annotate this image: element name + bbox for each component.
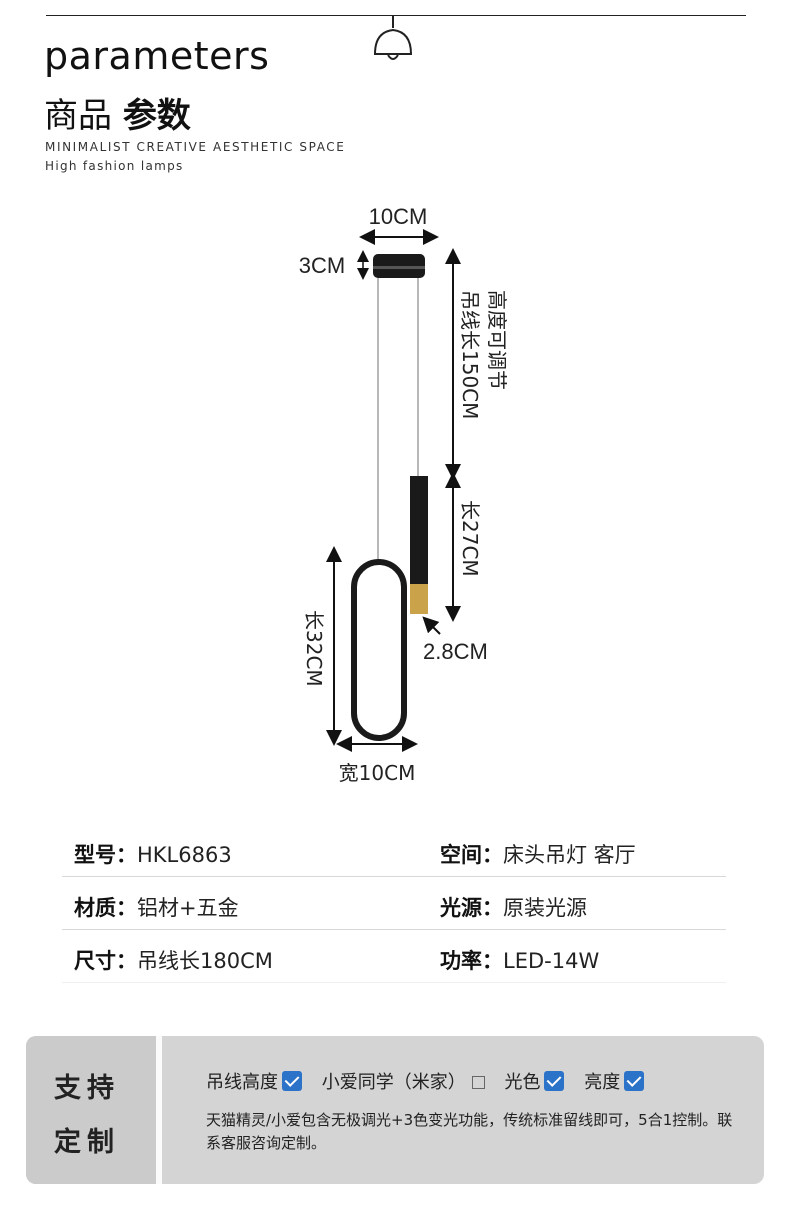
title-cn-bold: 参数 [122,96,191,136]
canopy-height-label: 3CM [299,253,345,278]
title-cn-light: 商品 [44,96,112,136]
spec-value: 铝材+五金 [137,896,239,920]
subtitle-line-2: High fashion lamps [45,159,184,173]
spec-value: HKL6863 [137,843,232,867]
tube-diameter-label: 2.8CM [423,639,488,664]
panel-divider [156,1036,162,1184]
spec-row: 材质：铝材+五金 光源：原装光源 [62,877,726,930]
checkbox-checked-icon[interactable] [282,1071,302,1091]
spec-row: 型号：HKL6863 空间：床头吊灯 客厅 [62,824,726,877]
option-brightness[interactable]: 亮度 [584,1068,645,1094]
spec-label: 空间： [440,843,503,867]
spec-label: 尺寸： [74,949,137,973]
checkbox-checked-icon[interactable] [624,1071,645,1091]
ring-width-label: 宽10CM [339,761,416,785]
cable-adjustable-note: 高度可调节 [485,290,509,390]
checkbox-unchecked-icon[interactable] [471,1076,485,1089]
spec-material: 材质：铝材+五金 [74,892,239,922]
option-label: 小爱同学（米家） [321,1072,466,1093]
support-title-line-1: 支持 [54,1073,120,1104]
option-cable-height[interactable]: 吊线高度 [206,1068,302,1094]
pendant-tube-gold-tip [410,584,428,614]
spec-row: 尺寸：吊线长180CM 功率：LED-14W [62,930,726,983]
option-label: 吊线高度 [206,1072,278,1093]
option-light-color[interactable]: 光色 [504,1068,565,1094]
cable-length-label: 吊线长150CM [458,290,482,419]
oval-light-ring [351,559,407,741]
customization-description: 天猫精灵/小爱包含无极调光+3色变光功能，传统标准留线即可，5合1控制。联系客服… [206,1111,733,1152]
subtitle-line-1: MINIMALIST CREATIVE AESTHETIC SPACE [45,140,346,154]
page-title-chinese: 商品 参数 [44,88,191,137]
pendant-tube [410,476,428,584]
customization-panel: 支持 定制 吊线高度 小爱同学（米家） 光色 亮度 天猫精灵/小爱包含无极调光+… [26,1036,764,1184]
option-label: 光色 [504,1072,541,1093]
spec-label: 型号： [74,843,137,867]
ring-length-label: 长32CM [302,610,326,687]
spec-label: 材质： [74,896,137,920]
pendant-lamp-icon [373,16,413,60]
customization-options: 吊线高度 小爱同学（米家） 光色 亮度 [206,1068,658,1094]
spec-power: 功率：LED-14W [440,945,599,975]
tube-length-label: 长27CM [458,500,482,577]
lamp-dimension-diagram: 10CM 3CM 高度可调节 吊线长150CM 长27CM 2.8CM 长32C… [299,204,509,785]
spec-value: 床头吊灯 客厅 [503,843,636,867]
support-title-line-2: 定制 [54,1127,120,1158]
tube-diameter-arrow [422,616,441,635]
customization-panel-label-area: 支持 定制 [26,1036,156,1184]
option-xiaoai[interactable]: 小爱同学（米家） [322,1068,485,1094]
spec-table: 型号：HKL6863 空间：床头吊灯 客厅 材质：铝材+五金 光源：原装光源 尺… [62,824,726,983]
spec-space: 空间：床头吊灯 客厅 [440,839,636,869]
top-divider-line [46,15,746,16]
spec-value: 原装光源 [503,896,587,920]
canopy-width-label: 10CM [369,204,428,229]
canopy-band [373,266,425,269]
spec-value: 吊线长180CM [137,949,273,973]
page-title-english: parameters [44,34,270,78]
spec-label: 光源： [440,896,503,920]
spec-model: 型号：HKL6863 [74,839,232,869]
spec-light-source: 光源：原装光源 [440,892,587,922]
spec-label: 功率： [440,949,503,973]
checkbox-checked-icon[interactable] [544,1071,565,1091]
spec-value: LED-14W [503,949,600,973]
spec-size: 尺寸：吊线长180CM [74,945,273,975]
option-label: 亮度 [584,1072,621,1093]
